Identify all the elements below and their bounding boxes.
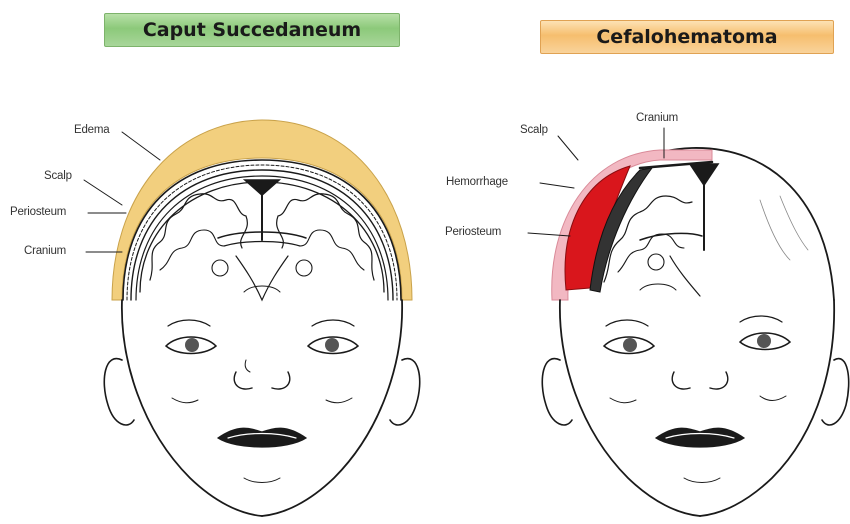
hemorrhage-label: Hemorrhage	[446, 176, 508, 188]
periosteum-label-right: Periosteum	[445, 226, 501, 238]
scalp-label-right: Scalp	[520, 124, 548, 136]
cranium-label-right: Cranium	[636, 112, 678, 124]
edema-label: Edema	[74, 124, 109, 136]
scalp-label-left: Scalp	[44, 170, 72, 182]
left-baby-illustration	[84, 120, 420, 516]
periosteum-label-left: Periosteum	[10, 206, 66, 218]
cranium-label-left: Cranium	[24, 245, 66, 257]
right-baby-illustration	[528, 128, 849, 516]
